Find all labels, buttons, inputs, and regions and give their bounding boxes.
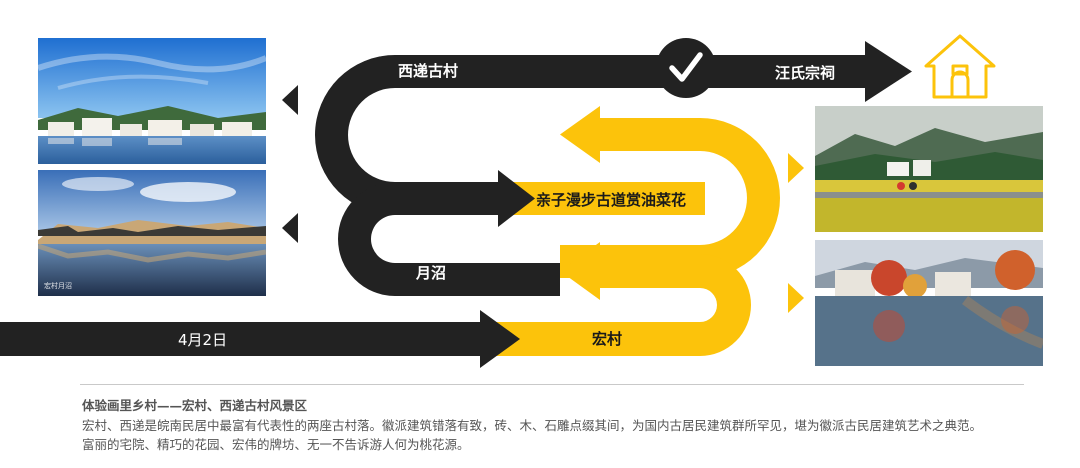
photo-hongcun-yuezhao: 宏村月沼	[38, 170, 266, 296]
route-dark-arrowhead-start	[480, 310, 520, 368]
caption-divider	[80, 384, 1024, 385]
label-yuezhao: 月沼	[416, 264, 447, 282]
label-hongcun: 宏村	[592, 330, 623, 348]
route-yellow-lower	[480, 254, 751, 356]
caption-title: 体验画里乡村——宏村、西递古村风景区	[82, 398, 308, 413]
checkmark-icon	[656, 38, 716, 98]
label-rapeseed-walk: 亲子漫步古道赏油菜花	[536, 191, 687, 209]
house-icon	[924, 34, 996, 99]
pointer-xidi-photo	[282, 85, 298, 115]
route-dark-start	[0, 322, 480, 356]
route-dark-arrowhead-middle	[498, 170, 535, 227]
photo-hongcun-lake	[815, 240, 1043, 366]
route-dark-arrowhead-end	[865, 41, 912, 102]
label-start-date: 4月2日	[178, 331, 228, 349]
route-yellow-upper	[560, 118, 780, 278]
route-yellow-arrowhead-bottom	[560, 242, 600, 300]
photo-watermark: 宏村月沼	[44, 282, 72, 290]
photo-xidi-village	[38, 38, 266, 164]
label-xidi-village: 西递古村	[398, 62, 459, 80]
caption-line-1: 宏村、西递是皖南民居中最富有代表性的两座古村落。徽派建筑错落有致，砖、木、石雕点…	[82, 418, 983, 433]
route-yellow-arrowhead-top	[560, 106, 600, 163]
pointer-lake-photo	[788, 283, 804, 313]
photo-rapeseed-path	[815, 106, 1043, 232]
pointer-hongcun-photo	[282, 213, 298, 243]
caption-line-2: 富丽的宅院、精巧的花园、宏伟的牌坊、无一不告诉游人何为桃花源。	[82, 437, 470, 452]
pointer-rapeseed-photo	[788, 153, 804, 183]
label-wang-ancestral-hall: 汪氏宗祠	[775, 64, 836, 82]
